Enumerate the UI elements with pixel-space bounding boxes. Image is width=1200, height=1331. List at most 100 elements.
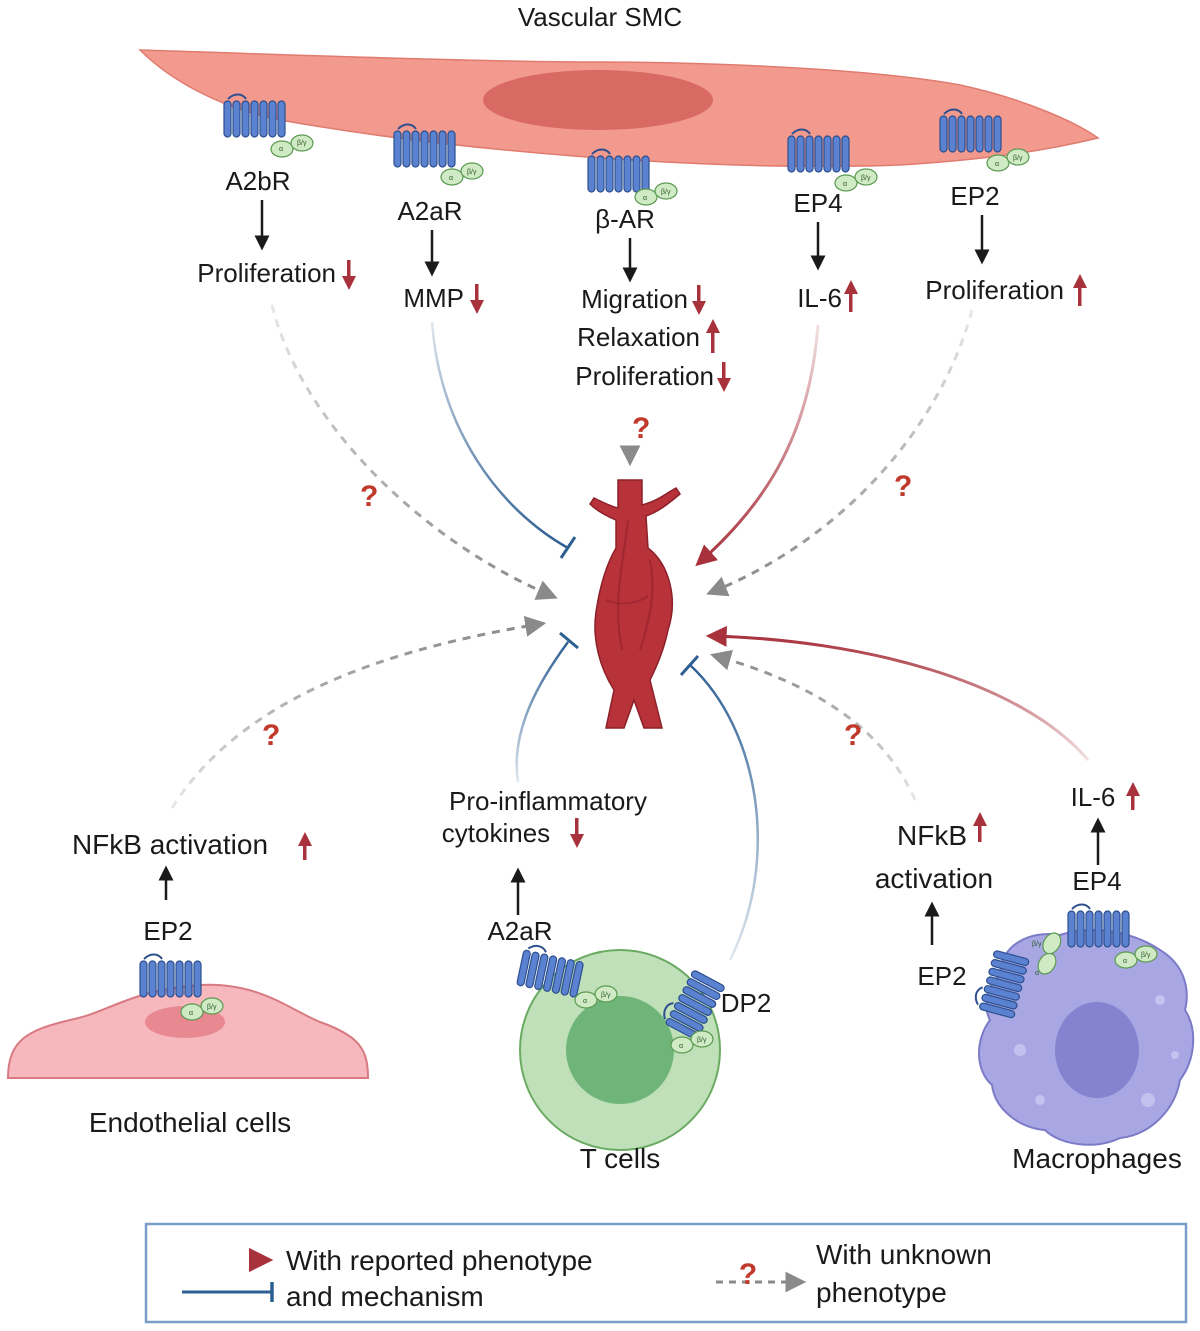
tcell-receptor-a-label: A2aR (487, 916, 552, 946)
effect-a2br-proliferation: Proliferation (197, 258, 336, 288)
connector-tcell-a2ar-inhibit (515, 641, 570, 783)
smc-title: Vascular SMC (518, 2, 682, 32)
up-arrow-icon (706, 319, 720, 353)
down-arrow-icon (570, 818, 584, 848)
effect-bar-proliferation: Proliferation (575, 361, 714, 391)
tcell-effect-line1: Pro-inflammatory (449, 786, 647, 816)
svg-text:α: α (843, 181, 847, 188)
svg-text:α: α (583, 998, 587, 1005)
legend-reported-line2: and mechanism (286, 1281, 484, 1312)
macrophage-effect-b: IL-6 (1071, 782, 1116, 812)
smc-receptor-bar-icon: α β/γ (587, 148, 678, 206)
svg-text:β/γ: β/γ (467, 169, 477, 176)
svg-text:β/γ: β/γ (297, 140, 307, 147)
svg-text:β/γ: β/γ (1032, 941, 1042, 948)
endothelial-receptor-label: EP2 (143, 916, 192, 946)
black-arrows (158, 200, 1106, 945)
legend-unknown-line1: With unknown (816, 1239, 992, 1270)
legend-question-mark: ? (739, 1258, 757, 1291)
svg-text:β/γ: β/γ (601, 992, 611, 999)
smc-receptor-a2br-icon: α β/γ (223, 93, 314, 158)
effect-a2ar-mmp: MMP (403, 283, 464, 313)
endothelial-label: Endothelial cells (89, 1107, 291, 1138)
connector-ep2-unknown (706, 309, 974, 597)
effect-ep4-il6: IL-6 (797, 283, 842, 313)
macrophage-cell (978, 929, 1195, 1146)
question-mark-a2br: ? (360, 480, 378, 513)
up-arrow-icon (1073, 274, 1087, 306)
tcell-receptor-b-label: DP2 (721, 988, 772, 1018)
up-arrow-icon (973, 812, 987, 842)
svg-text:β/γ: β/γ (861, 175, 871, 182)
inhibit-bar (559, 631, 579, 650)
down-arrow-icon (470, 284, 484, 314)
svg-text:α: α (189, 1010, 193, 1017)
svg-text:β/γ: β/γ (1141, 952, 1151, 959)
tcell-label: T cells (580, 1143, 660, 1174)
tcell (519, 949, 721, 1151)
smc-receptor-ep4-icon: α β/γ (787, 128, 878, 192)
svg-text:β/γ: β/γ (1013, 155, 1023, 162)
connector-macrophage-ep4-stimulate (705, 625, 1090, 761)
question-mark-endothelial: ? (262, 719, 280, 752)
legend-reported-line1: With reported phenotype (286, 1245, 593, 1276)
macrophage-receptor-a-icon: α β/γ (971, 929, 1071, 1020)
connector-macrophage-ep2-unknown (709, 649, 917, 801)
label-a2ar: A2aR (397, 196, 462, 226)
svg-text:α: α (995, 161, 999, 168)
aorta-aneurysm-icon (589, 479, 681, 729)
smc-receptor-a2ar-icon: α β/γ (393, 123, 484, 186)
endothelial-receptor-icon: α β/γ (139, 953, 224, 1021)
legend-unknown-line2: phenotype (816, 1277, 947, 1308)
effect-bar-relaxation: Relaxation (577, 322, 700, 352)
up-arrow-icon (844, 280, 858, 312)
svg-text:α: α (1123, 958, 1127, 965)
connector-a2ar-inhibit (430, 321, 569, 550)
question-mark-macrophage: ? (844, 719, 862, 752)
endothelial-cell (6, 983, 370, 1079)
connector-tcell-dp2-inhibit (689, 664, 760, 961)
macrophage-receptor-b-icon: α β/γ (1067, 903, 1158, 969)
svg-text:α: α (1035, 970, 1039, 977)
down-arrow-icon (717, 362, 731, 392)
down-arrow-icon (692, 285, 706, 315)
down-arrow-icon (342, 260, 356, 290)
inhibit-bar (679, 654, 700, 677)
svg-text:β/γ: β/γ (207, 1004, 217, 1011)
label-ep2: EP2 (950, 181, 999, 211)
label-bar: β-AR (595, 204, 655, 234)
svg-text:β/γ: β/γ (697, 1037, 707, 1044)
smc-nucleus (483, 70, 713, 130)
tcell-receptor-a-icon: α β/γ (515, 942, 618, 1009)
tcell-effect-line2: cytokines (442, 818, 550, 848)
question-mark-ep2: ? (894, 470, 912, 503)
svg-text:β/γ: β/γ (661, 189, 671, 196)
macrophage-effect-a-line2: activation (875, 863, 993, 894)
macrophage-effect-a-line1: NFkB (897, 820, 967, 851)
macrophage-label: Macrophages (1012, 1143, 1182, 1174)
label-a2br: A2bR (225, 166, 290, 196)
endothelial-effect: NFkB activation (72, 829, 268, 860)
smc-receptor-ep2-icon: α β/γ (939, 108, 1030, 172)
label-ep4: EP4 (793, 188, 842, 218)
up-arrow-icon (1126, 782, 1140, 810)
connector-endothelial-unknown (170, 615, 547, 809)
effect-bar-migration: Migration (581, 284, 688, 314)
macrophage-receptor-a-label: EP2 (917, 961, 966, 991)
connector-ep4-stimulate (695, 324, 820, 567)
svg-text:α: α (279, 146, 283, 153)
tcell-receptor-b-icon: α β/γ (658, 965, 727, 1054)
macrophage-receptor-b-label: EP4 (1072, 866, 1121, 896)
direction-indicators (298, 260, 1140, 860)
svg-text:α: α (449, 175, 453, 182)
question-mark-bar: ? (632, 412, 650, 445)
svg-text:α: α (643, 195, 647, 202)
effect-ep2-proliferation: Proliferation (925, 275, 1064, 305)
vascular-smc-cell (138, 49, 1100, 168)
legend: With reported phenotype and mechanism ? … (144, 1222, 1188, 1324)
up-arrow-icon (298, 832, 312, 860)
inhibit-bar (559, 536, 577, 559)
connector-a2br-unknown (270, 304, 558, 600)
svg-text:α: α (679, 1043, 683, 1050)
